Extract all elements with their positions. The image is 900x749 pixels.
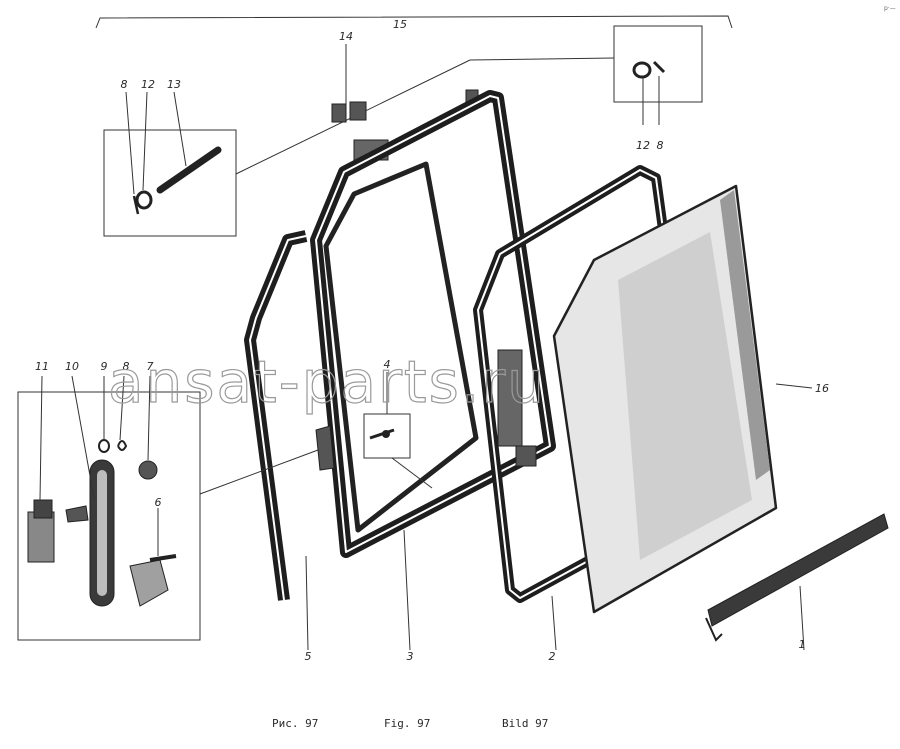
callout-16: 16 bbox=[815, 382, 829, 395]
caption-ru: Рис. 97 bbox=[272, 717, 318, 730]
caption-en: Fig. 97 bbox=[384, 717, 430, 730]
callout-9: 9 bbox=[101, 360, 108, 373]
detail-box-top-left bbox=[103, 59, 471, 237]
window-glass bbox=[552, 184, 813, 614]
callout-15: 15 bbox=[393, 18, 407, 31]
figure-captions: Рис. 97 Fig. 97 Bild 97 bbox=[272, 717, 548, 730]
callout-14: 14 bbox=[339, 30, 353, 43]
callout-12a: 12 bbox=[141, 78, 155, 91]
callout-10: 10 bbox=[65, 360, 79, 373]
callout-8c: 8 bbox=[657, 139, 664, 152]
detail-box-lock-parts bbox=[17, 375, 319, 641]
window-channel bbox=[244, 230, 335, 651]
callout-13: 13 bbox=[167, 78, 181, 91]
callout-12b: 12 bbox=[636, 139, 650, 152]
caption-de: Bild 97 bbox=[502, 717, 548, 730]
callout-7: 7 bbox=[147, 360, 154, 373]
callout-11: 11 bbox=[35, 360, 49, 373]
callout-1: 1 bbox=[799, 638, 806, 651]
callout-3: 3 bbox=[407, 650, 414, 663]
sill-strip bbox=[705, 513, 889, 651]
door-frame bbox=[310, 90, 556, 651]
callout-6: 6 bbox=[155, 496, 162, 509]
callout-4: 4 bbox=[384, 358, 391, 371]
callout-8b: 8 bbox=[123, 360, 130, 373]
watermark: ansat-parts.ru bbox=[108, 348, 546, 416]
assembly-bracket bbox=[95, 15, 733, 29]
callout-labels: 15 14 8 12 13 12 8 4 11 10 9 8 7 6 16 5 … bbox=[35, 18, 829, 663]
callout-2: 2 bbox=[549, 650, 556, 663]
callout-8a: 8 bbox=[121, 78, 128, 91]
callout-5: 5 bbox=[305, 650, 312, 663]
corner-mark: р·— bbox=[884, 5, 896, 12]
detail-box-top-right bbox=[469, 25, 703, 125]
